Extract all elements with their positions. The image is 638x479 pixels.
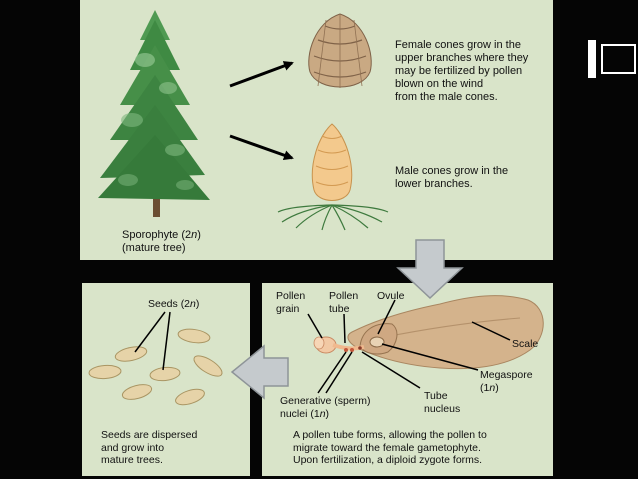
fertilization-caption: A pollen tube forms, allowing the pollen…	[293, 429, 487, 466]
arrow-to-male-cone	[229, 134, 294, 161]
male-cones-text: Male cones grow in the lower branches.	[395, 165, 509, 190]
arrow-to-female-cone	[229, 61, 294, 88]
seeds-caption: Seeds are dispersed and grow into mature…	[101, 429, 198, 466]
ovule-scale-illustration	[313, 295, 544, 370]
pollen-grain-label: Pollen grain	[276, 290, 306, 315]
pollen-tube-label: Pollen tube	[329, 290, 359, 315]
fertilization-pointers	[307, 299, 511, 394]
corner-bar-mark-icon	[588, 40, 636, 78]
male-cone-icon	[277, 123, 389, 231]
conifer-tree-icon	[98, 10, 210, 217]
megaspore-label: Megaspore (1n)	[480, 369, 533, 394]
female-cones-text: Female cones grow in the upper branches …	[395, 39, 529, 103]
generative-nuclei-label: Generative (sperm) nuclei (1n)	[280, 395, 371, 420]
female-cone-icon	[308, 13, 372, 88]
scale-label: Scale	[512, 338, 539, 350]
seeds-label: Seeds (2n)	[148, 298, 200, 310]
left-arrow-icon	[230, 344, 289, 400]
down-arrow-icon	[396, 239, 464, 300]
seeds-pointers	[134, 311, 171, 371]
seeds-illustration	[88, 328, 223, 406]
tube-nucleus-label: Tube nucleus	[424, 390, 461, 415]
sporophyte-label: Sporophyte (2n) (mature tree)	[122, 229, 201, 254]
ovule-label: Ovule	[377, 290, 405, 302]
